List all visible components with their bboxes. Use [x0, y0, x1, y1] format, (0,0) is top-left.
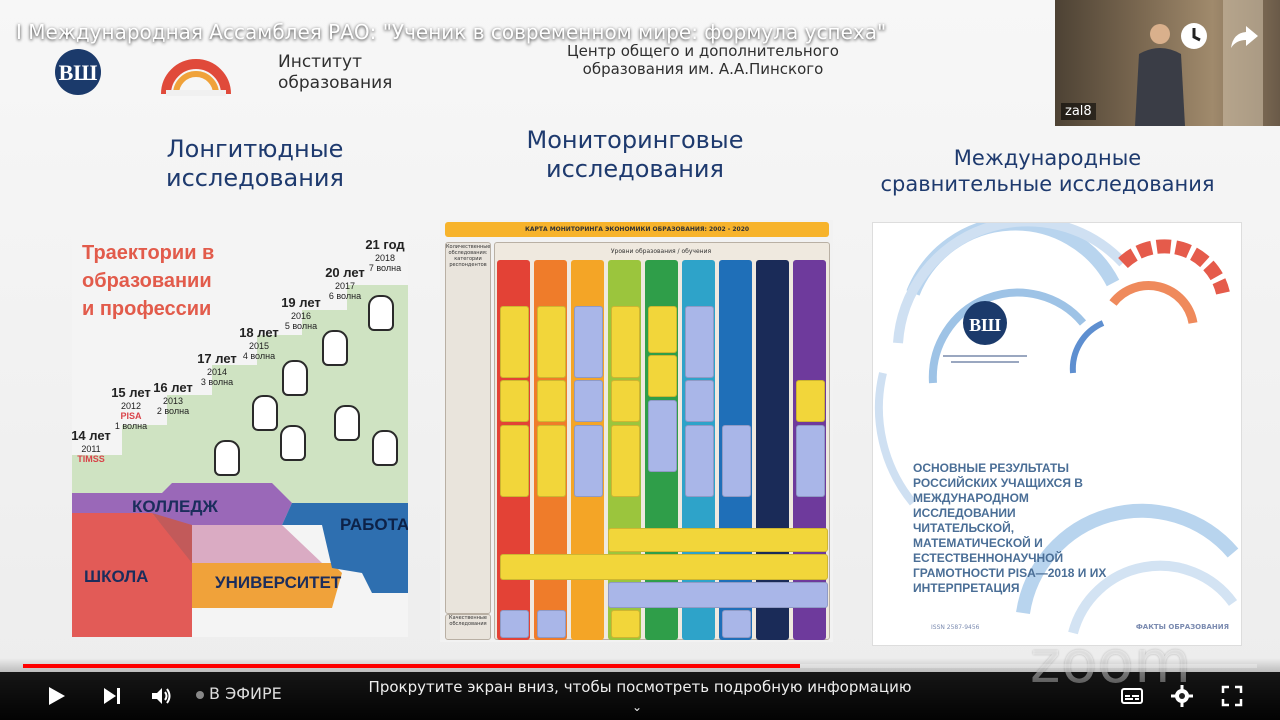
hse-logo-icon: ВШ [55, 49, 101, 95]
monitoring-map: КАРТА МОНИТОРИНГА ЭКОНОМИКИ ОБРАЗОВАНИЯ:… [440, 220, 833, 642]
person-icon [252, 395, 278, 431]
speaker-webcam: zal8 [1055, 0, 1280, 126]
work-label: РАБОТА [340, 515, 408, 534]
monitoring-heading: Мониторинговые исследования [526, 126, 744, 183]
pisa-report-cover: ВШ ОСНОВНЫЕ РЕЗУЛЬТАТЫ РОССИЙСКИХ УЧАЩИХ… [872, 222, 1242, 646]
live-dot-icon [196, 690, 204, 699]
person-icon [372, 430, 398, 466]
respondents-header: Количественные обследования: категории р… [446, 244, 491, 268]
next-icon[interactable] [100, 684, 124, 708]
settings-icon[interactable] [1170, 684, 1194, 708]
qualitative-header: Качественные обследования [445, 614, 491, 640]
live-indicator[interactable]: В ЭФИРЕ [196, 684, 282, 703]
person-icon [322, 330, 348, 366]
trajectories-graphic: Траектории в образовании и профессии 14 … [72, 235, 408, 637]
pisa-report-title: ОСНОВНЫЕ РЕЗУЛЬТАТЫ РОССИЙСКИХ УЧАЩИХСЯ … [913, 461, 1107, 595]
trajectories-title: Траектории в образовании и профессии [82, 242, 215, 320]
player-controls [0, 658, 1280, 720]
volume-icon[interactable] [149, 684, 173, 708]
issn-label: ISSN 2587-9456 [931, 624, 980, 631]
person-icon [214, 440, 240, 476]
progress-bar[interactable] [23, 664, 1257, 668]
person-icon [334, 405, 360, 441]
chevron-down-icon[interactable]: ⌄ [632, 700, 643, 714]
school-label: ШКОЛА [84, 567, 149, 586]
center-title: Центр общего и дополнительного образован… [567, 42, 839, 78]
watch-later-icon[interactable] [1178, 20, 1210, 52]
svg-text:ВШ: ВШ [59, 60, 98, 85]
video-title[interactable]: I Международная Ассамблея РАО: "Ученик в… [16, 20, 887, 44]
college-label: КОЛЛЕДЖ [132, 497, 218, 516]
subtitles-icon[interactable] [1120, 684, 1144, 708]
university-label: УНИВЕРСИТЕТ [215, 573, 342, 592]
institute-logo-icon [161, 59, 231, 96]
levels-header: Уровни образования / обучения [610, 248, 712, 255]
svg-text:ВШ: ВШ [969, 315, 1001, 335]
institute-title: Институт образования [278, 52, 393, 93]
fullscreen-icon[interactable] [1220, 684, 1244, 708]
share-icon[interactable] [1228, 20, 1260, 52]
cover-decoration: ВШ [874, 223, 1239, 635]
play-icon[interactable] [44, 684, 68, 708]
webcam-label: zal8 [1061, 103, 1096, 120]
international-heading: Международные сравнительные исследования [880, 146, 1215, 196]
speaker-figure [1135, 24, 1185, 126]
monitoring-map-title: КАРТА МОНИТОРИНГА ЭКОНОМИКИ ОБРАЗОВАНИЯ:… [445, 222, 829, 237]
flow-diagram [72, 483, 408, 637]
person-icon [368, 295, 394, 331]
longitudinal-heading: Лонгитюдные исследования [166, 135, 344, 192]
progress-fill [23, 664, 801, 668]
series-label: ФАКТЫ ОБРАЗОВАНИЯ [1135, 623, 1229, 631]
person-icon [280, 425, 306, 461]
scroll-hint[interactable]: Прокрутите экран вниз, чтобы посмотреть … [368, 678, 912, 696]
person-icon [282, 360, 308, 396]
